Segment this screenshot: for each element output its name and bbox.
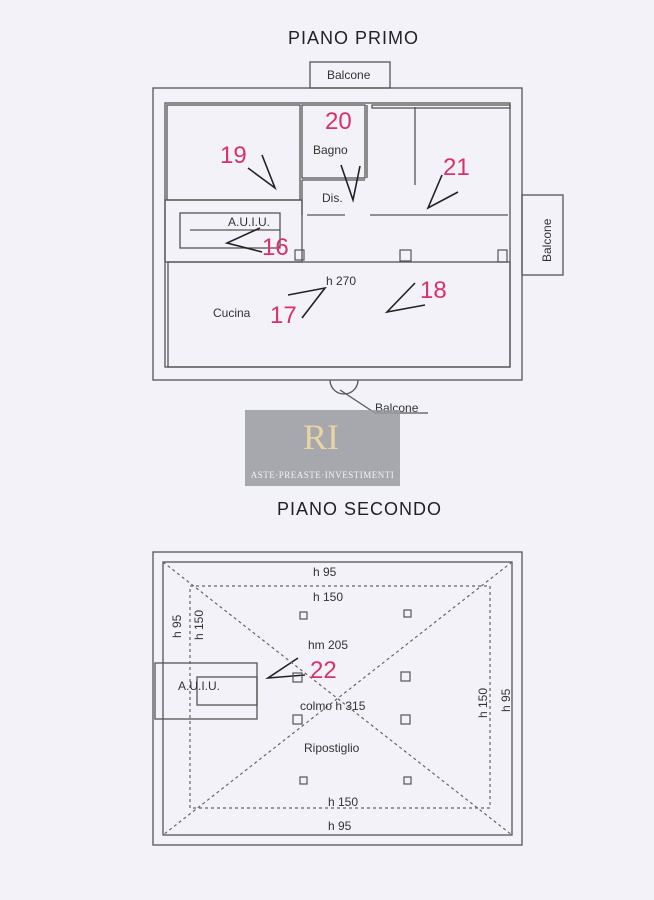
balcony-top-label: Balcone [327,68,371,82]
watermark-mark: RI [303,417,339,457]
balcony-right-label: Balcone [540,218,554,262]
photo-point-20: 20 [325,108,352,135]
photo-point-22: 22 [310,657,337,684]
label-h95-right: h 95 [499,688,513,712]
floor1-walls [152,61,564,414]
floor2-title: PIANO SECONDO [277,499,442,519]
room-dis: Dis. [322,191,343,205]
photo-point-21: 21 [443,154,470,181]
floor2-walls [152,551,523,846]
photo-point-18: 18 [420,277,447,304]
room-cucina: Cucina [213,306,251,320]
label-h95-left: h 95 [170,614,184,638]
label-h150-right: h 150 [476,688,490,718]
room-auiu: A.U.I.U. [228,215,270,229]
label-ripostiglio: Ripostiglio [304,741,360,755]
room-height: h 270 [326,274,356,288]
room-bagno: Bagno [313,143,348,157]
photo-point-17: 17 [270,302,297,329]
label-colmo: colmo h 315 [300,699,366,713]
watermark-text: ASTE·PREASTE·INVESTIMENTI [250,470,395,480]
watermark-logo: RI ASTE·PREASTE·INVESTIMENTI [245,410,400,486]
photo-point-19: 19 [220,142,247,169]
photo-arrows [224,154,459,680]
label-h150-top: h 150 [313,590,343,604]
label-h95-top: h 95 [313,565,337,579]
label-hm-205: hm 205 [308,638,348,652]
floor1-title: PIANO PRIMO [288,28,419,48]
label-h95-bottom: h 95 [328,819,352,833]
label-h150-left: h 150 [192,610,206,640]
label-h150-bottom: h 150 [328,795,358,809]
label-auiu: A.U.I.U. [178,679,220,693]
photo-point-16: 16 [262,234,289,261]
